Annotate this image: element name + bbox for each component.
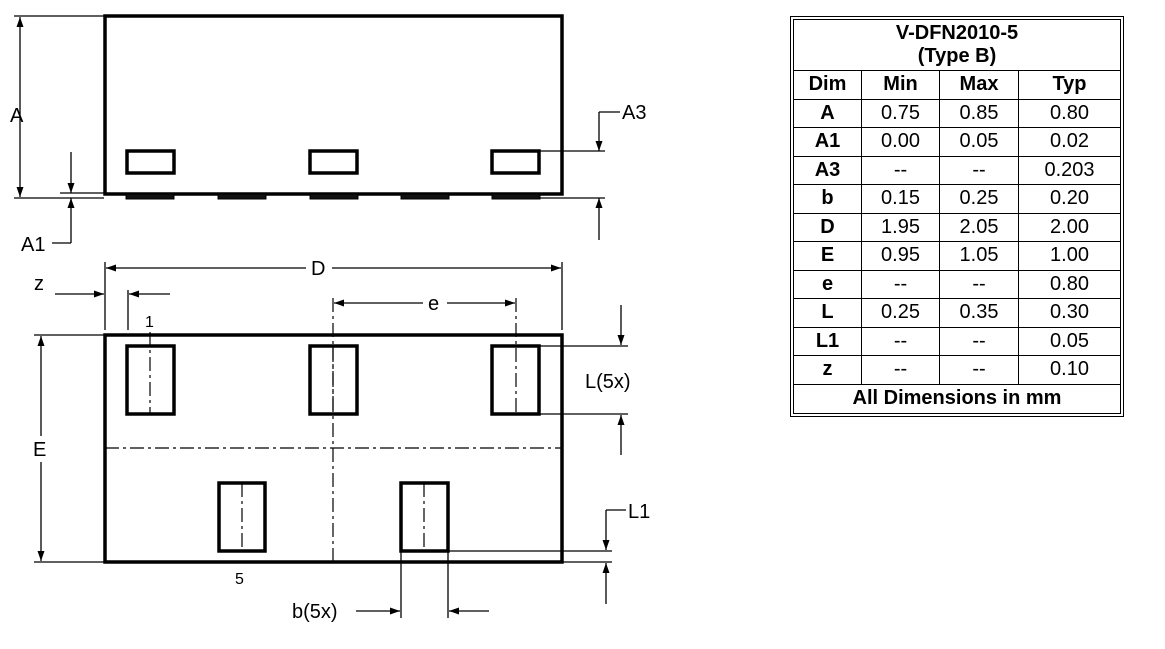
min-cell: -- bbox=[861, 269, 940, 299]
side-foot-5 bbox=[491, 193, 541, 200]
typ-cell: 0.80 bbox=[1018, 98, 1121, 128]
pad-3 bbox=[490, 344, 541, 416]
min-cell: -- bbox=[861, 326, 940, 356]
max-cell: 0.85 bbox=[939, 98, 1019, 128]
dim-cell: A3 bbox=[793, 155, 862, 185]
max-cell: -- bbox=[939, 269, 1019, 299]
table-row: A3----0.203 bbox=[793, 155, 1121, 185]
min-cell: 0.95 bbox=[861, 241, 940, 271]
table-header-row: Dim Min Max Typ bbox=[793, 70, 1121, 100]
typ-cell: 0.20 bbox=[1018, 184, 1121, 214]
max-cell: -- bbox=[939, 155, 1019, 185]
typ-cell: 2.00 bbox=[1018, 212, 1121, 242]
dim-cell: L bbox=[793, 298, 862, 328]
typ-cell: 1.00 bbox=[1018, 241, 1121, 271]
label-L1: L1 bbox=[628, 501, 650, 523]
dim-cell: z bbox=[793, 355, 862, 385]
header-dim: Dim bbox=[793, 70, 862, 100]
dim-cell: A bbox=[793, 98, 862, 128]
side-foot-1 bbox=[125, 193, 175, 200]
bottom-view: 1 5 D z e E L(5x) L1 bbox=[33, 258, 650, 623]
table-row: L1----0.05 bbox=[793, 326, 1121, 356]
side-view: A A1 A3 bbox=[10, 14, 646, 256]
label-b: b(5x) bbox=[292, 601, 338, 623]
table-row: e----0.80 bbox=[793, 269, 1121, 299]
side-foot-4 bbox=[400, 193, 450, 200]
min-cell: 1.95 bbox=[861, 212, 940, 242]
label-E: E bbox=[33, 439, 46, 461]
table-footer: All Dimensions in mm bbox=[793, 383, 1121, 414]
max-cell: 2.05 bbox=[939, 212, 1019, 242]
dim-cell: A1 bbox=[793, 127, 862, 157]
label-A1: A1 bbox=[21, 234, 45, 256]
header-max: Max bbox=[939, 70, 1019, 100]
side-terminal-right bbox=[490, 149, 541, 175]
label-pin-5: 5 bbox=[235, 571, 244, 588]
dim-cell: L1 bbox=[793, 326, 862, 356]
min-cell: -- bbox=[861, 355, 940, 385]
dim-cell: b bbox=[793, 184, 862, 214]
max-cell: 1.05 bbox=[939, 241, 1019, 271]
side-terminal-middle bbox=[308, 149, 359, 175]
min-cell: 0.15 bbox=[861, 184, 940, 214]
table-title-cell: V-DFN2010-5 (Type B) bbox=[793, 19, 1121, 71]
typ-cell: 0.80 bbox=[1018, 269, 1121, 299]
max-cell: -- bbox=[939, 326, 1019, 356]
header-min: Min bbox=[861, 70, 940, 100]
pad-1 bbox=[125, 344, 176, 416]
typ-cell: 0.30 bbox=[1018, 298, 1121, 328]
max-cell: 0.35 bbox=[939, 298, 1019, 328]
max-cell: 0.05 bbox=[939, 127, 1019, 157]
typ-cell: 0.203 bbox=[1018, 155, 1121, 185]
max-cell: -- bbox=[939, 355, 1019, 385]
label-z: z bbox=[34, 273, 44, 295]
typ-cell: 0.05 bbox=[1018, 326, 1121, 356]
label-pin-1: 1 bbox=[145, 314, 154, 331]
header-typ: Typ bbox=[1018, 70, 1121, 100]
label-A3: A3 bbox=[622, 102, 646, 124]
max-cell: 0.25 bbox=[939, 184, 1019, 214]
label-A: A bbox=[10, 105, 24, 127]
min-cell: 0.75 bbox=[861, 98, 940, 128]
min-cell: 0.25 bbox=[861, 298, 940, 328]
dim-cell: E bbox=[793, 241, 862, 271]
dim-cell: e bbox=[793, 269, 862, 299]
table-subtitle: (Type B) bbox=[917, 45, 997, 67]
min-cell: 0.00 bbox=[861, 127, 940, 157]
dim-cell: D bbox=[793, 212, 862, 242]
label-e: e bbox=[428, 293, 439, 315]
table-title: V-DFN2010-5 bbox=[895, 22, 1019, 44]
label-D: D bbox=[311, 258, 325, 280]
typ-cell: 0.02 bbox=[1018, 127, 1121, 157]
side-foot-3 bbox=[309, 193, 359, 200]
label-L: L(5x) bbox=[585, 371, 631, 393]
typ-cell: 0.10 bbox=[1018, 355, 1121, 385]
min-cell: -- bbox=[861, 155, 940, 185]
side-terminal-left bbox=[125, 149, 176, 175]
table-row: z----0.10 bbox=[793, 355, 1121, 385]
side-foot-2 bbox=[217, 193, 267, 200]
